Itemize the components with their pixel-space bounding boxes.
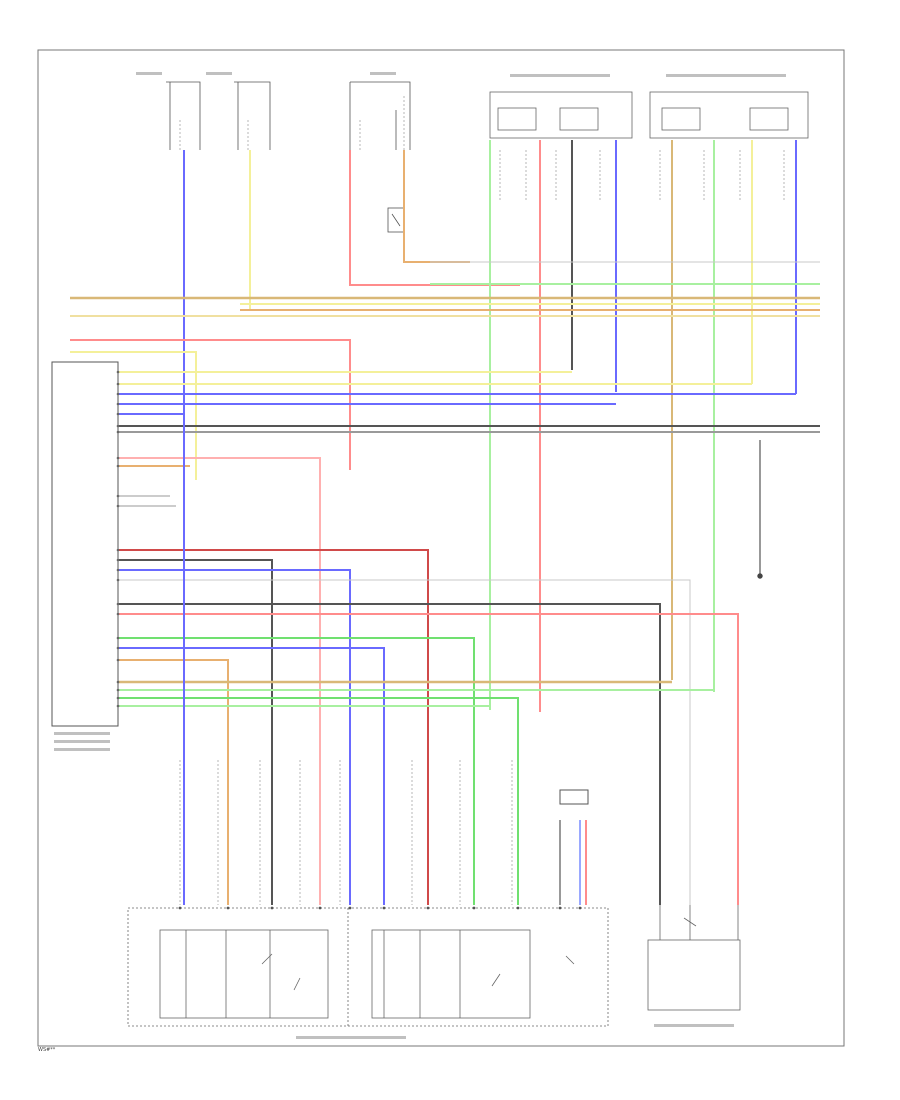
connector-block — [559, 789, 589, 805]
relay-symbol — [387, 207, 405, 233]
dashed-leads — [179, 96, 785, 905]
other-system-leads — [118, 495, 176, 507]
diagram-frame — [37, 49, 845, 1047]
footer-code: WS#** — [38, 1047, 56, 1053]
top-fuse-feeds — [166, 81, 411, 150]
wire-harness — [70, 140, 820, 905]
label-marks — [54, 72, 786, 1039]
seat-heater-module-right — [649, 91, 809, 139]
seat-control-module — [51, 361, 120, 727]
seat-switch-assembly — [127, 907, 609, 1027]
seat-heater-module-left — [489, 91, 633, 139]
switch-terminals — [178, 906, 582, 910]
motor-assembly — [647, 905, 741, 1011]
ground-symbol — [757, 573, 763, 579]
